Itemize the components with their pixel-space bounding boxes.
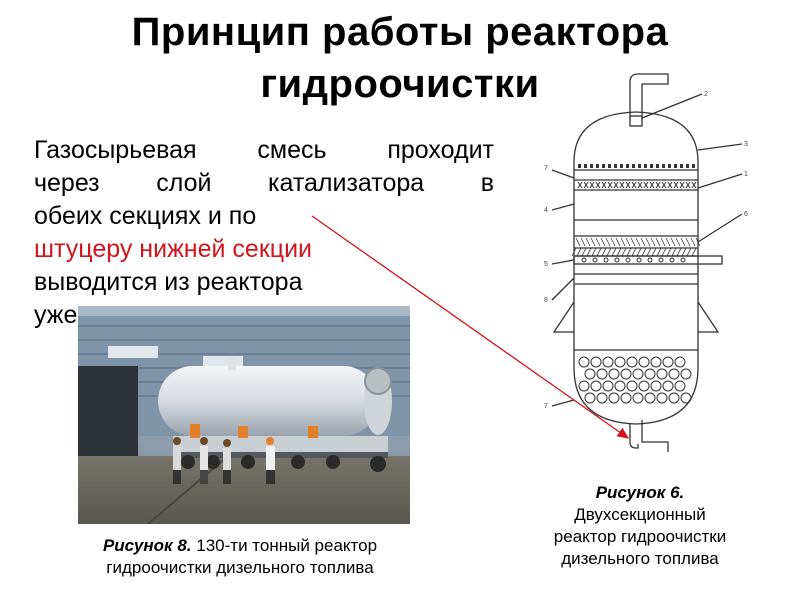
schematic-label-1: 1 bbox=[744, 171, 748, 178]
body-line-3: обеих секциях и по bbox=[34, 202, 257, 230]
body-line-5: выводится из реактора bbox=[34, 268, 303, 296]
figure-8-caption: Рисунок 8. 130-ти тонный реактор гидрооч… bbox=[40, 535, 440, 579]
figure-6-label: Рисунок 6. bbox=[595, 483, 685, 502]
body-word: слой bbox=[156, 169, 212, 197]
figure-8-label: Рисунок 8. bbox=[102, 536, 192, 555]
reactor-schematic: 2 3 7 1 4 6 5 8 7 bbox=[530, 70, 770, 470]
figure-8-caption-text: 130-ти тонный реактор bbox=[191, 536, 378, 555]
title-line-1: Принцип работы реактора bbox=[131, 10, 669, 54]
body-paragraph: Газосырьевая смесь проходит через слой катал… bbox=[34, 134, 494, 332]
body-line-4-highlighted: штуцеру нижней секции bbox=[34, 235, 313, 263]
slide-title: Принцип работы реактора гидроочистки bbox=[20, 6, 780, 110]
schematic-label-3: 3 bbox=[744, 141, 748, 148]
reactor-schematic-drawing: 2 3 7 1 4 6 5 8 7 bbox=[544, 73, 748, 452]
reactor-photo bbox=[78, 306, 410, 524]
body-word: Газосырьевая bbox=[34, 136, 197, 164]
body-line-1: Газосырьевая смесь проходит bbox=[34, 134, 494, 167]
body-line-2: через слой катализатора в bbox=[34, 167, 494, 200]
body-word: смесь bbox=[257, 136, 327, 164]
schematic-label-8: 8 bbox=[544, 297, 548, 304]
schematic-label-4: 4 bbox=[544, 207, 548, 214]
body-line-6: уже bbox=[34, 301, 78, 329]
schematic-label-2: 2 bbox=[704, 91, 708, 98]
body-word: катализатора bbox=[268, 169, 425, 197]
figure-6-caption: Рисунок 6. Двухсекционный реактор гидроо… bbox=[505, 482, 775, 570]
figure-8-caption-line-2: гидроочистки дизельного топлива bbox=[106, 558, 374, 577]
schematic-label-7-bottom: 7 bbox=[544, 403, 548, 410]
title-line-2: гидроочистки bbox=[260, 62, 540, 106]
schematic-label-5: 5 bbox=[544, 261, 548, 268]
schematic-label-6: 6 bbox=[744, 211, 748, 218]
reactor-photo-illustration bbox=[78, 306, 410, 524]
figure-6-caption-line-2: реактор гидроочистки bbox=[553, 527, 727, 546]
body-word: в bbox=[480, 169, 494, 197]
figure-6-caption-line-1: Двухсекционный bbox=[574, 505, 706, 524]
figure-6-caption-line-3: дизельного топлива bbox=[561, 549, 719, 568]
body-word: через bbox=[34, 169, 100, 197]
schematic-label-7-top: 7 bbox=[544, 165, 548, 172]
body-word: проходит bbox=[387, 136, 494, 164]
